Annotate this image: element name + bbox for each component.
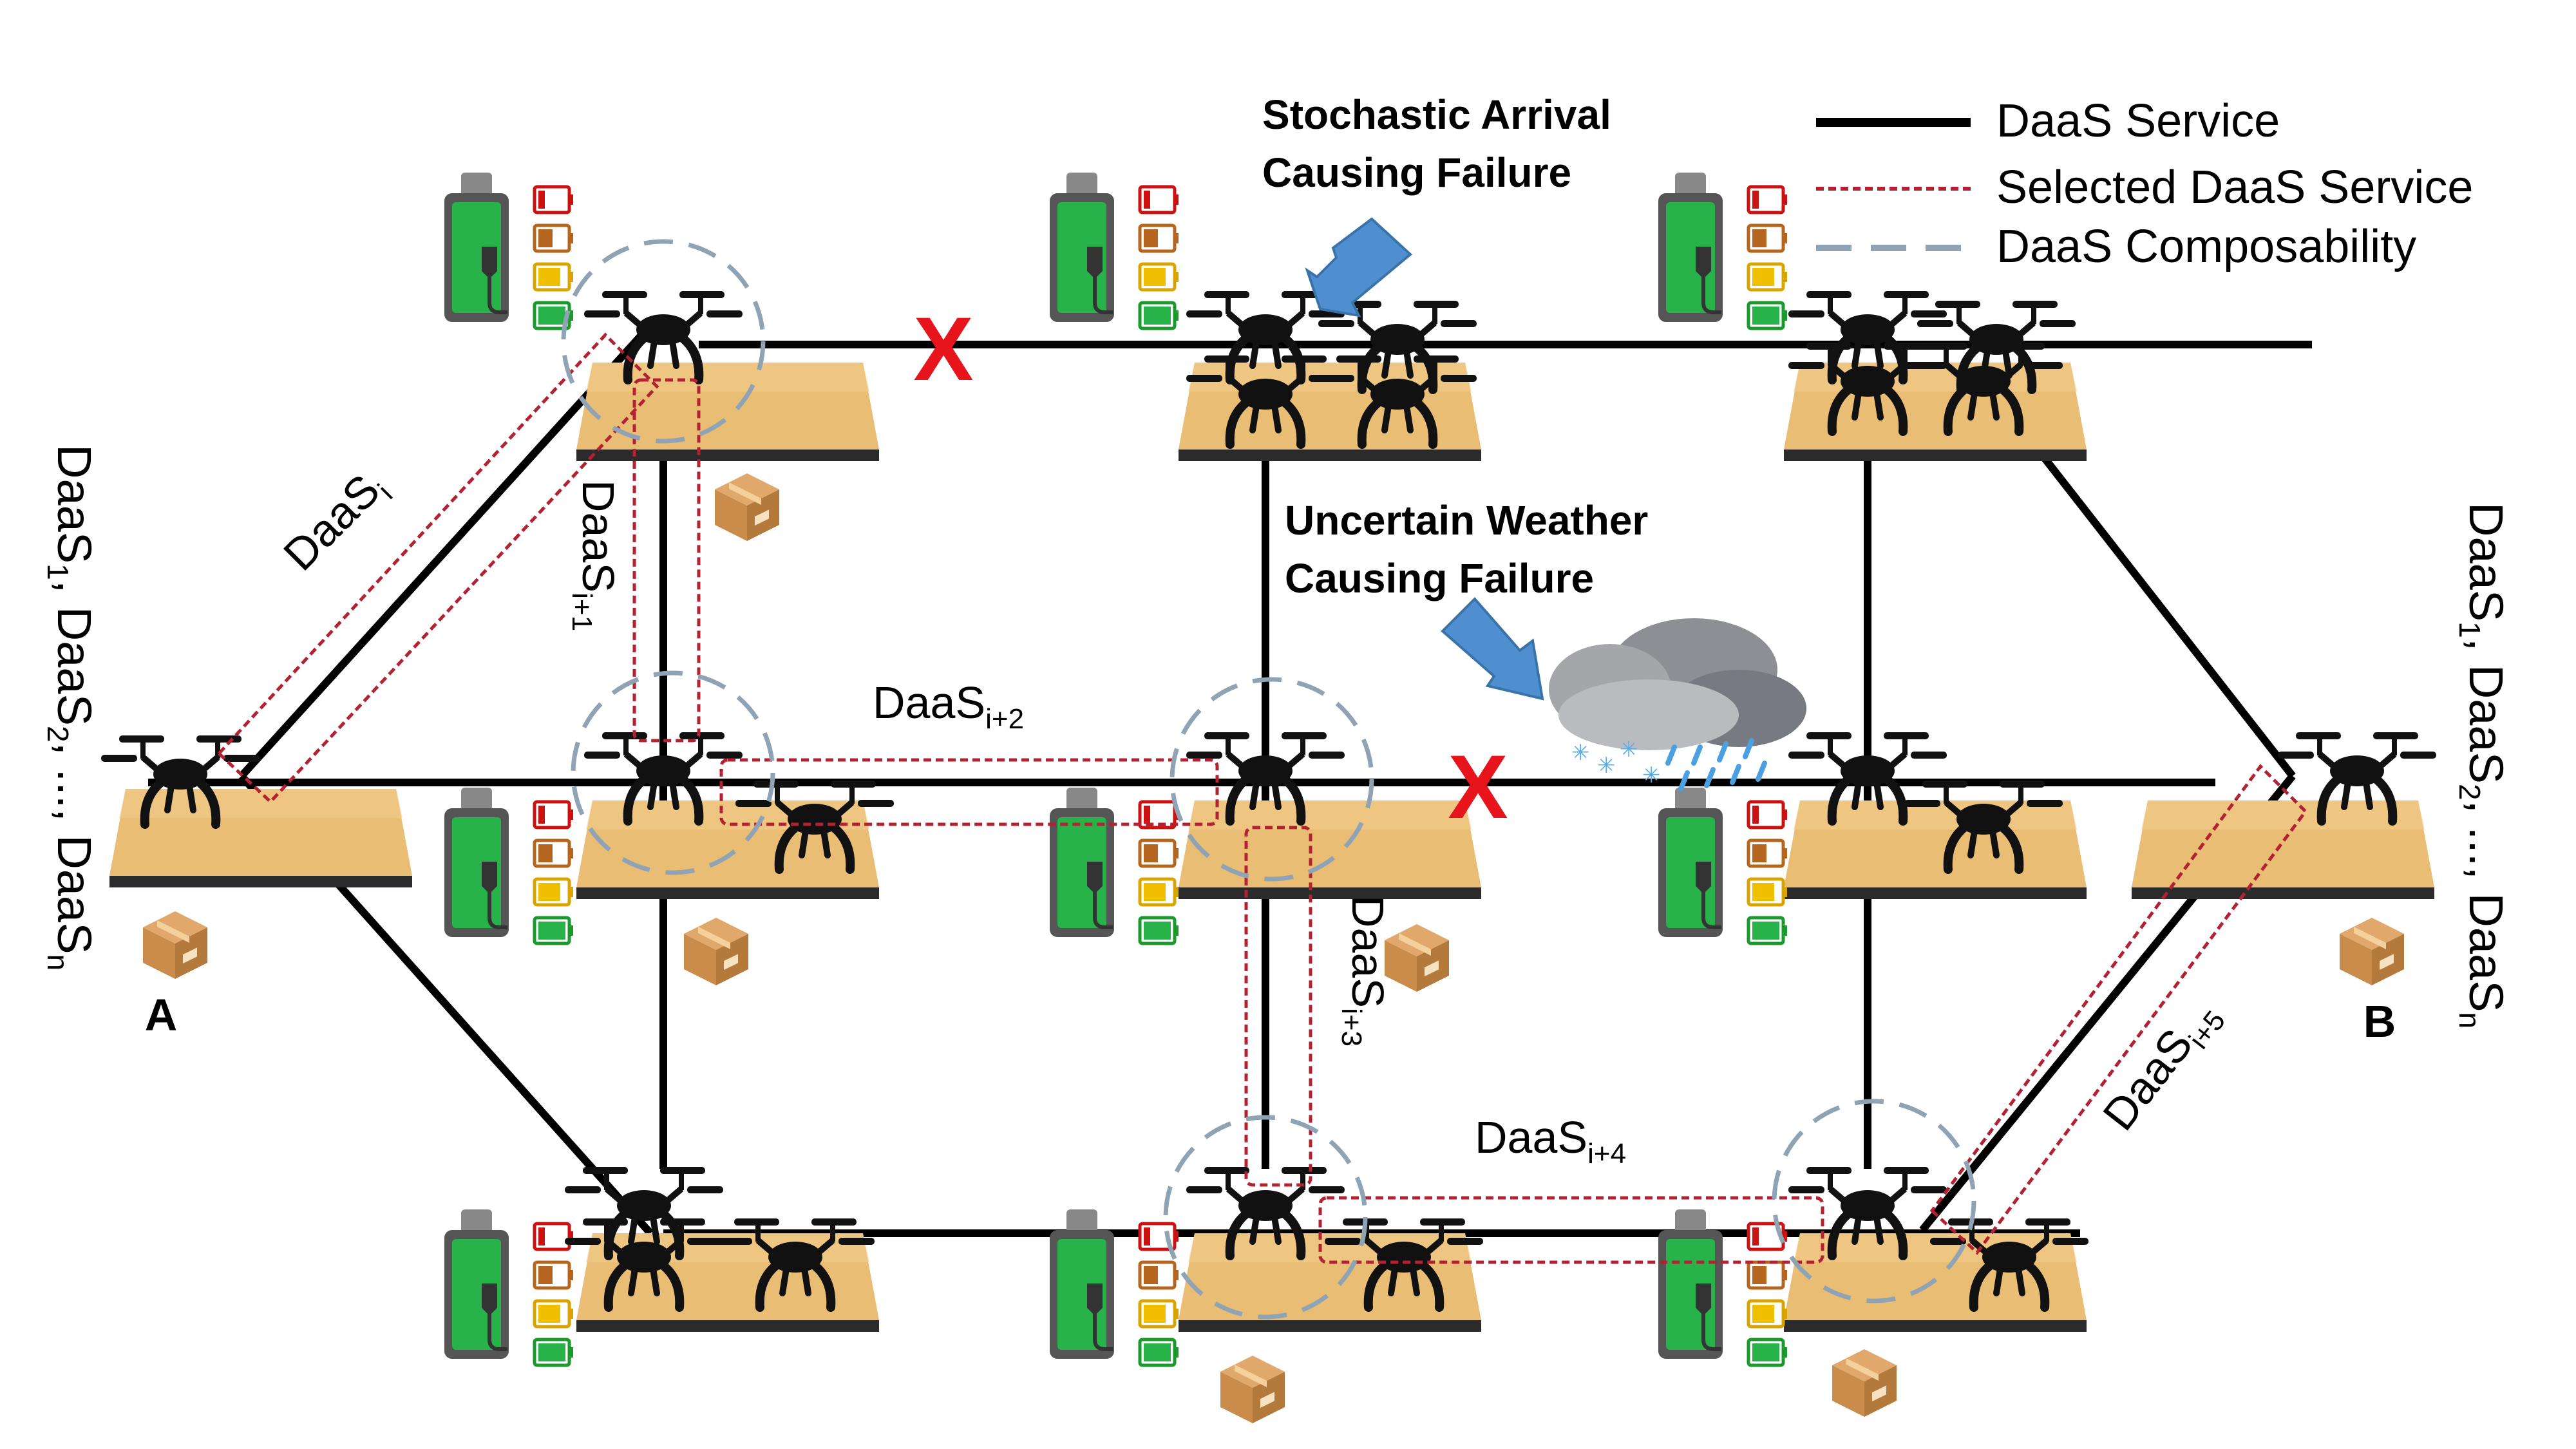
charging-station-icon — [444, 173, 573, 328]
svg-text:✳: ✳ — [1571, 740, 1590, 766]
package-icon — [143, 911, 207, 979]
charging-station-icon — [1050, 173, 1179, 328]
service-label-i-plus-1: DaaSi+1 — [566, 480, 623, 631]
arrival-callout-line1: Stochastic Arrival — [1262, 91, 1611, 138]
package-icon — [684, 918, 748, 985]
service-label-i-plus-4: DaaSi+4 — [1475, 1112, 1626, 1170]
service-label-i-plus-5: DaaSi+5 — [2093, 989, 2231, 1144]
callout-arrow-icon — [1305, 217, 1413, 317]
landing-pad-icon — [109, 789, 412, 887]
svg-text:✳: ✳ — [1620, 737, 1638, 762]
failure-mark-top: X — [913, 298, 973, 399]
arrival-callout-line2: Causing Failure — [1262, 149, 1571, 196]
weather-callout-line1: Uncertain Weather — [1285, 497, 1648, 544]
legend: DaaS Service Selected DaaS Service DaaS … — [1816, 95, 2473, 272]
service-label-i-plus-2: DaaSi+2 — [873, 677, 1024, 735]
service-label-i: DaaSi — [274, 460, 399, 585]
weather-callout-line2: Causing Failure — [1285, 555, 1594, 601]
landing-pad-icon — [1179, 800, 1481, 899]
landing-pad-icon — [576, 1233, 879, 1332]
charging-station-icon — [1658, 788, 1787, 943]
landing-pad-icon — [576, 363, 879, 461]
endpoint-b-label: B — [2363, 996, 2396, 1046]
endpoint-b-service-list: DaaS1, DaaS2, ..., DaaSn — [2453, 502, 2513, 1028]
package-icon — [1220, 1356, 1285, 1423]
charging-station-icon — [1050, 788, 1179, 943]
charging-station-icon — [444, 1209, 573, 1365]
legend-label-composability: DaaS Composability — [1996, 221, 2416, 272]
charging-station-icon — [444, 788, 573, 943]
svg-text:✳: ✳ — [1597, 753, 1616, 779]
selected-path — [216, 332, 2308, 1264]
endpoint-a-service-list: DaaS1, DaaS2, ..., DaaSn — [41, 444, 101, 971]
composability-circles — [561, 239, 1976, 1320]
service-label-i-plus-3: DaaSi+3 — [1336, 895, 1393, 1046]
svg-text:✳: ✳ — [1642, 762, 1661, 788]
charging-station-icon — [1658, 173, 1787, 328]
legend-label-selected: Selected DaaS Service — [1996, 162, 2473, 213]
package-icon — [2340, 918, 2404, 985]
service-edges — [148, 322, 2312, 1237]
package-icon — [715, 473, 779, 541]
package-icon — [1832, 1349, 1897, 1417]
storm-cloud-icon: ✳ ✳ ✳ ✳ — [1549, 618, 1806, 791]
package-icon — [1385, 924, 1449, 992]
failure-mark-middle: X — [1448, 736, 1508, 837]
legend-label-service: DaaS Service — [1996, 95, 2280, 147]
callout-arrow-icon — [1441, 597, 1544, 701]
endpoint-a-label: A — [145, 990, 178, 1040]
